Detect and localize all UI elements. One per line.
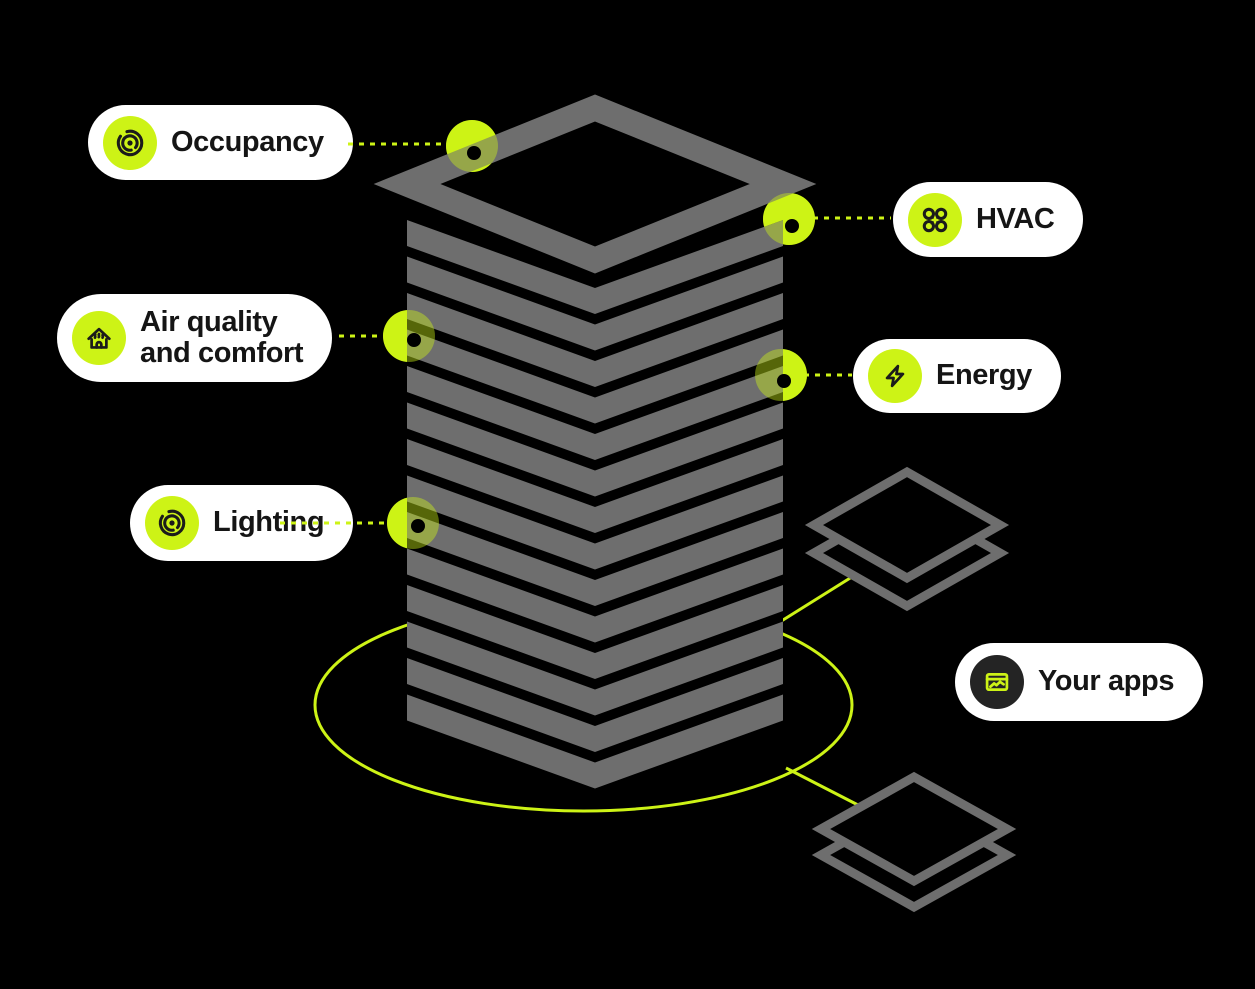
air-quality-pill[interactable]: Air quality and comfort	[57, 294, 333, 382]
lighting-radar-icon	[145, 496, 199, 550]
energy-label: Energy	[936, 359, 1032, 392]
air-quality-dot-notch	[407, 333, 421, 347]
hvac-connector-dot-tint	[763, 193, 815, 245]
hvac-fan-icon	[908, 192, 962, 247]
air-quality-label: Air quality and comfort	[140, 305, 304, 369]
building-roof-outline	[373, 94, 817, 274]
your-apps-label: Your apps	[1038, 665, 1175, 698]
connector-line-upper-stack	[774, 573, 856, 627]
app-window-icon	[970, 655, 1024, 709]
energy-dot-notch	[777, 374, 791, 388]
air-quality-label-line1: Air quality	[140, 305, 278, 338]
lighting-pill[interactable]: Lighting	[130, 485, 354, 561]
building-illustration	[373, 94, 817, 789]
hvac-label: HVAC	[976, 202, 1055, 235]
building-floor-chevrons	[407, 220, 783, 789]
occupancy-connector-dot-tint	[446, 120, 498, 172]
energy-bolt-icon	[868, 349, 922, 403]
occupancy-radar-icon	[103, 115, 157, 170]
house-air-icon	[72, 311, 126, 365]
occupancy-label: Occupancy	[171, 125, 324, 158]
your-apps-pill[interactable]: Your apps	[955, 643, 1204, 721]
app-plate-stack-upper	[804, 466, 1010, 612]
energy-pill[interactable]: Energy	[853, 339, 1061, 413]
connector-line-lower-stack	[785, 766, 859, 807]
air-quality-label-line2: and comfort	[140, 337, 304, 369]
hvac-pill[interactable]: HVAC	[893, 182, 1084, 257]
app-plate-stack-lower	[811, 771, 1017, 913]
hvac-dot-notch	[785, 219, 799, 233]
lighting-label: Lighting	[213, 506, 325, 539]
building-core	[407, 220, 783, 789]
occupancy-dot-notch	[467, 146, 481, 160]
occupancy-pill[interactable]: Occupancy	[88, 105, 353, 180]
lighting-dot-notch	[411, 519, 425, 533]
